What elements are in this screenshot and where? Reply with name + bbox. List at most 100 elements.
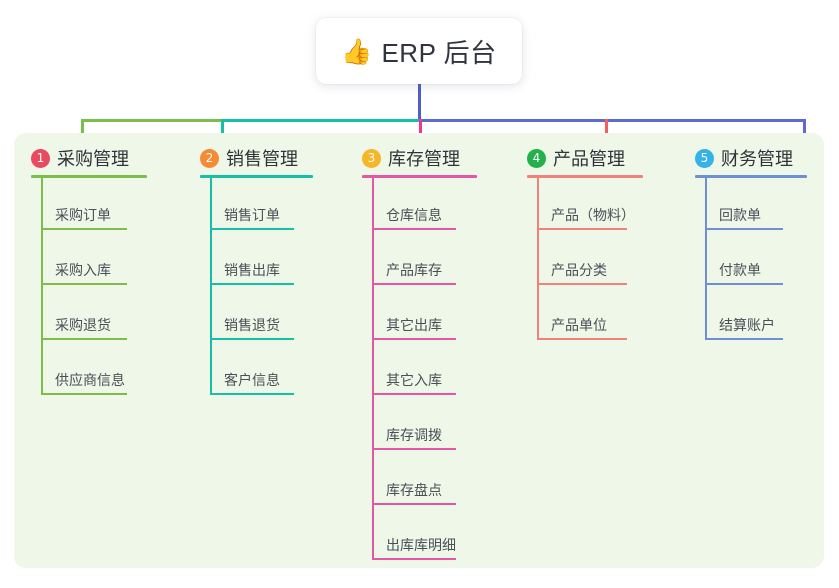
leaf-item-rule — [210, 338, 294, 340]
leaf-item-label: 产品单位 — [551, 317, 607, 333]
leaf-item-label: 采购退货 — [55, 317, 111, 333]
leaf-item-rule — [210, 393, 294, 395]
leaf-item-label: 产品（物料） — [551, 207, 635, 223]
column-header-5[interactable]: 5 财务管理 — [695, 145, 793, 171]
leaf-item-rule — [372, 448, 456, 450]
leaf-item-label: 采购订单 — [55, 207, 111, 223]
leaf-item-rule — [537, 338, 627, 340]
connector-drop-5 — [803, 119, 806, 145]
column-badge-5: 5 — [695, 148, 714, 168]
leaf-item-label: 其它出库 — [386, 317, 442, 333]
leaf-item-label: 客户信息 — [224, 372, 280, 388]
leaf-item[interactable]: 产品（物料） — [537, 190, 635, 230]
connector-bar-teal — [221, 119, 422, 122]
leaf-item[interactable]: 客户信息 — [210, 355, 294, 395]
column-rule-4 — [527, 175, 643, 178]
column-header-1[interactable]: 1 采购管理 — [31, 145, 129, 171]
leaf-item-label: 供应商信息 — [55, 372, 125, 388]
leaf-item-rule — [41, 228, 127, 230]
column-rule-5 — [695, 175, 807, 178]
column-header-4[interactable]: 4 产品管理 — [527, 145, 625, 171]
leaf-item-label: 回款单 — [719, 207, 761, 223]
leaf-item[interactable]: 库存调拨 — [372, 410, 456, 450]
leaf-item[interactable]: 出库库明细 — [372, 520, 456, 560]
leaf-item-label: 仓库信息 — [386, 207, 442, 223]
column-spine-1 — [41, 175, 43, 395]
leaf-item-label: 出库库明细 — [386, 537, 456, 553]
leaf-item-rule — [705, 228, 783, 230]
leaf-item[interactable]: 销售退货 — [210, 300, 294, 340]
connector-bar-green — [81, 119, 224, 122]
column-spine-3 — [372, 175, 374, 560]
leaf-item[interactable]: 销售出库 — [210, 245, 294, 285]
column-header-3[interactable]: 3 库存管理 — [362, 145, 460, 171]
leaf-item-rule — [210, 283, 294, 285]
leaf-item[interactable]: 结算账户 — [705, 300, 783, 340]
leaf-item[interactable]: 采购入库 — [41, 245, 127, 285]
leaf-item-label: 其它入库 — [386, 372, 442, 388]
leaf-item-rule — [372, 283, 456, 285]
leaf-item-label: 销售退货 — [224, 317, 280, 333]
column-rule-3 — [362, 175, 477, 178]
leaf-item-label: 付款单 — [719, 262, 761, 278]
leaf-item-rule — [537, 228, 627, 230]
leaf-item[interactable]: 产品单位 — [537, 300, 627, 340]
leaf-item[interactable]: 回款单 — [705, 190, 783, 230]
leaf-item-rule — [705, 338, 783, 340]
column-rule-1 — [31, 175, 147, 178]
leaf-item-label: 库存盘点 — [386, 482, 442, 498]
thumbs-up-icon: 👍 — [341, 36, 373, 66]
leaf-item-rule — [41, 338, 127, 340]
column-badge-1: 1 — [31, 148, 50, 168]
connector-drop-4 — [605, 119, 608, 145]
column-spine-5 — [705, 175, 707, 340]
leaf-item-rule — [372, 393, 456, 395]
leaf-item[interactable]: 其它入库 — [372, 355, 456, 395]
leaf-item-rule — [41, 393, 127, 395]
leaf-item-rule — [210, 228, 294, 230]
connector-drop-3 — [419, 119, 422, 145]
leaf-item[interactable]: 付款单 — [705, 245, 783, 285]
connector-drop-1 — [81, 119, 84, 145]
column-title-2: 销售管理 — [226, 149, 298, 169]
leaf-item[interactable]: 仓库信息 — [372, 190, 456, 230]
leaf-item-label: 销售订单 — [224, 207, 280, 223]
column-rule-2 — [200, 175, 313, 178]
leaf-item-label: 结算账户 — [719, 317, 775, 333]
column-badge-3: 3 — [362, 148, 381, 168]
leaf-item[interactable]: 其它出库 — [372, 300, 456, 340]
column-header-2[interactable]: 2 销售管理 — [200, 145, 298, 171]
root-node-title: ERP 后台 — [381, 37, 497, 68]
leaf-item-label: 产品分类 — [551, 262, 607, 278]
leaf-item-label: 产品库存 — [386, 262, 442, 278]
leaf-item[interactable]: 采购退货 — [41, 300, 127, 340]
root-node-card[interactable]: 👍 ERP 后台 — [316, 18, 522, 84]
leaf-item-rule — [372, 338, 456, 340]
column-spine-4 — [537, 175, 539, 340]
leaf-item-rule — [372, 558, 456, 560]
leaf-item-label: 销售出库 — [224, 262, 280, 278]
leaf-item[interactable]: 采购订单 — [41, 190, 127, 230]
leaf-item[interactable]: 销售订单 — [210, 190, 294, 230]
column-title-3: 库存管理 — [388, 149, 460, 169]
column-title-5: 财务管理 — [721, 149, 793, 169]
leaf-item-label: 采购入库 — [55, 262, 111, 278]
leaf-item-rule — [41, 283, 127, 285]
leaf-item[interactable]: 产品分类 — [537, 245, 627, 285]
leaf-item[interactable]: 库存盘点 — [372, 465, 456, 505]
leaf-item-rule — [537, 283, 627, 285]
mindmap-panel — [14, 133, 824, 568]
leaf-item-label: 库存调拨 — [386, 427, 442, 443]
connector-drop-2 — [221, 119, 224, 145]
leaf-item-rule — [372, 503, 456, 505]
column-badge-4: 4 — [527, 148, 546, 168]
column-badge-2: 2 — [200, 148, 219, 168]
leaf-item-rule — [705, 283, 783, 285]
column-title-4: 产品管理 — [553, 149, 625, 169]
connector-bar-blue — [419, 119, 806, 122]
column-spine-2 — [210, 175, 212, 395]
connector-trunk — [418, 84, 421, 122]
leaf-item[interactable]: 供应商信息 — [41, 355, 127, 395]
leaf-item[interactable]: 产品库存 — [372, 245, 456, 285]
column-title-1: 采购管理 — [57, 149, 129, 169]
